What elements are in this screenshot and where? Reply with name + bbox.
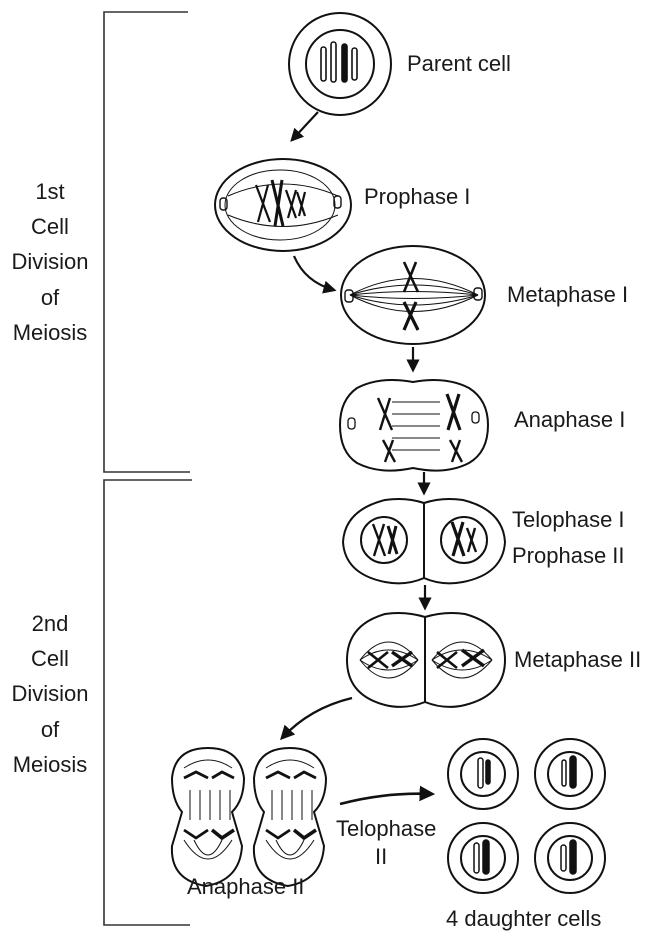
arrow-to-anaphase-ii [280,696,353,741]
first-division-line: Division [11,249,89,275]
arrow-to-prophase-i [290,111,319,142]
prophase-i-cell [214,158,352,252]
daughter-cells [447,738,606,894]
first-division-line: Cell [31,214,69,240]
stage-label-parent-cell: Parent cell [407,51,511,76]
parent-cell [288,12,392,116]
stage-label-telophase-ii-numeral: II [375,844,388,869]
second-division-line: Cell [31,646,69,672]
second-division-line: Division [11,681,89,707]
daughter-cell [534,822,606,894]
second-division-line: Meiosis [12,751,88,777]
first-division-label: 1st Cell Division of Meiosis [0,174,100,350]
stage-label-telophase-i: Telophase I [512,507,625,532]
daughter-cell [534,738,606,810]
stage-label-prophase-ii: Prophase II [512,543,625,568]
first-division-line: 1st [35,179,65,204]
second-division-line: of [40,716,60,742]
metaphase-ii-cells [345,612,507,708]
stage-label-anaphase-i: Anaphase I [514,407,626,432]
stage-label-telophase-ii: Telophase [336,816,437,841]
stage-label-daughter-cells: 4 daughter cells [446,906,602,931]
daughter-cell [447,822,519,894]
daughter-cell [447,738,519,810]
anaphase-i-cell [338,379,490,472]
arrow-to-daughter-cells [339,785,436,806]
arrow-to-metaphase-i [292,255,337,294]
bracket-second-division [103,479,192,926]
stage-label-metaphase-i: Metaphase I [507,282,629,307]
stage-label-metaphase-ii: Metaphase II [514,647,642,672]
telophase-i-cells [341,498,507,585]
stage-label-prophase-i: Prophase I [364,184,471,209]
bracket-first-division [103,11,190,473]
stage-label-anaphase-ii: Anaphase II [187,874,305,899]
first-division-line: Meiosis [12,319,88,345]
metaphase-i-cell [340,245,486,345]
first-division-line: of [40,284,60,310]
anaphase-ii-cells [170,746,328,888]
second-division-label: 2nd Cell Division of Meiosis [0,606,100,782]
second-division-line: 2nd [31,611,69,636]
